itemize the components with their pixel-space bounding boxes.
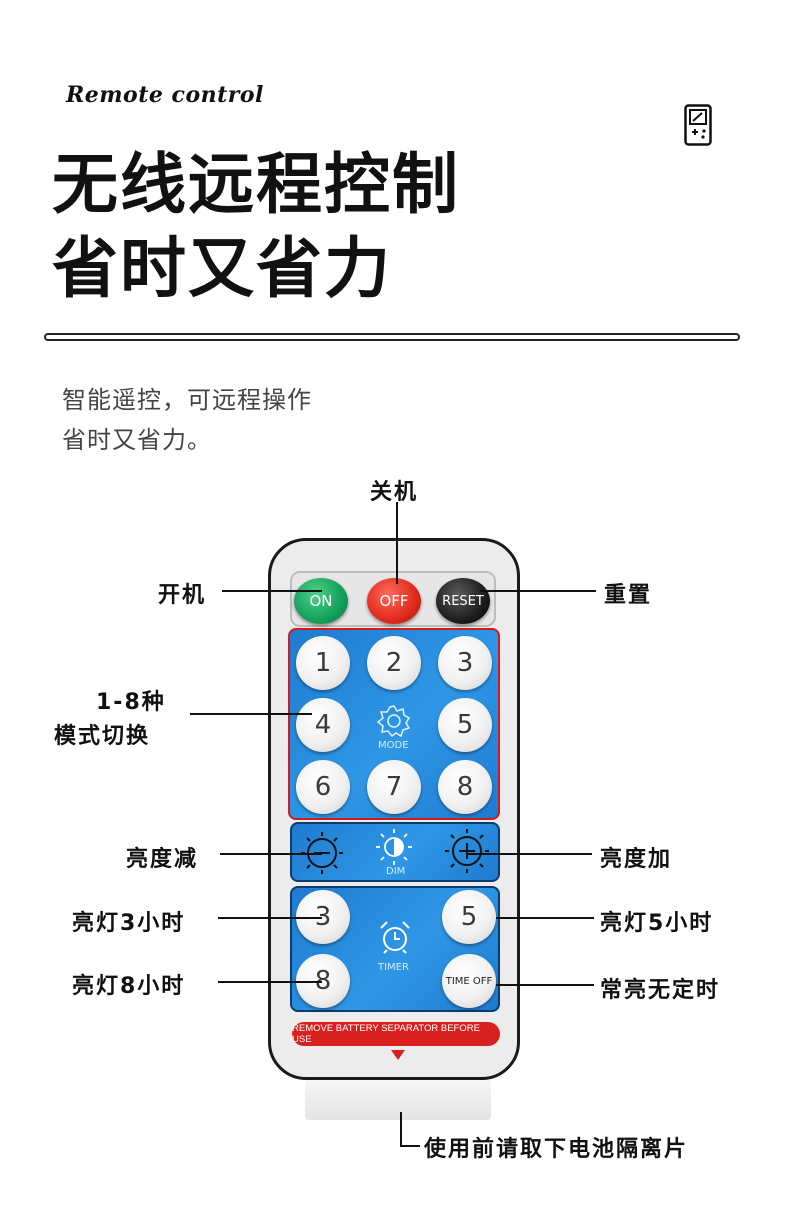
mode-label: MODE — [378, 740, 409, 751]
leader-line-battery-vertical — [400, 1112, 402, 1146]
callout-timer-8h: 亮灯8小时 — [72, 974, 186, 999]
description-line-1: 智能遥控，可远程操作 — [62, 386, 312, 414]
dim-label: DIM — [386, 866, 406, 877]
leader-line-dim-up — [468, 853, 592, 855]
headline-line-2: 省时又省力 — [52, 230, 392, 307]
leader-line-battery-horizontal — [400, 1145, 420, 1147]
timer-5h-button[interactable]: 5 — [442, 890, 496, 944]
mode-button-6[interactable]: 6 — [296, 760, 350, 814]
plus-icon — [445, 829, 489, 873]
phone-icon — [684, 104, 712, 146]
mode-button-1[interactable]: 1 — [296, 636, 350, 690]
timer-off-button[interactable]: TIME OFF — [442, 954, 496, 1008]
description-line-2: 省时又省力。 — [62, 426, 212, 454]
headline-line-1: 无线远程控制 — [52, 146, 460, 223]
mode-button-2[interactable]: 2 — [367, 636, 421, 690]
mode-button-7[interactable]: 7 — [367, 760, 421, 814]
leader-line-timer-5h — [496, 917, 594, 919]
callout-dim-down: 亮度减 — [126, 847, 199, 872]
leader-line-modes — [190, 713, 312, 715]
callout-modes-2: 模式切换 — [54, 724, 151, 749]
timer-label: TIMER — [378, 962, 409, 973]
arrow-down-icon — [391, 1050, 405, 1060]
callout-power-on: 开机 — [158, 583, 207, 608]
callout-timer-3h: 亮灯3小时 — [72, 911, 186, 936]
leader-line-dim-down — [220, 853, 322, 855]
off-button[interactable]: OFF — [367, 578, 421, 624]
alarm-clock-icon — [380, 921, 410, 954]
mode-button-4[interactable]: 4 — [296, 698, 350, 752]
callout-modes-1: 1-8种 — [96, 690, 166, 715]
callout-battery-tab: 使用前请取下电池隔离片 — [424, 1137, 689, 1162]
leader-line-reset — [480, 590, 596, 592]
leader-line-timer-8h — [218, 981, 322, 983]
dim-up-button[interactable] — [442, 826, 492, 876]
battery-separator-tab — [305, 1078, 491, 1120]
subtitle-en: Remote control — [66, 82, 264, 108]
on-button[interactable]: ON — [294, 578, 348, 624]
battery-warning: REMOVE BATTERY SEPARATOR BEFORE USE — [292, 1022, 500, 1046]
leader-line-timer-off — [496, 984, 594, 986]
callout-reset: 重置 — [604, 583, 653, 608]
callout-timer-5h: 亮灯5小时 — [600, 911, 714, 936]
callout-dim-up: 亮度加 — [600, 847, 673, 872]
gear-icon — [376, 705, 411, 738]
leader-line-timer-3h — [218, 917, 322, 919]
divider — [44, 333, 740, 341]
callout-timer-off: 常亮无定时 — [600, 978, 721, 1003]
mode-button-3[interactable]: 3 — [438, 636, 492, 690]
leader-line-on — [222, 590, 322, 592]
leader-line-off — [396, 502, 398, 584]
reset-button[interactable]: RESET — [436, 578, 490, 624]
mode-button-5[interactable]: 5 — [438, 698, 492, 752]
mode-button-8[interactable]: 8 — [438, 760, 492, 814]
callout-power-off: 关机 — [370, 480, 419, 505]
brightness-icon — [376, 829, 412, 865]
